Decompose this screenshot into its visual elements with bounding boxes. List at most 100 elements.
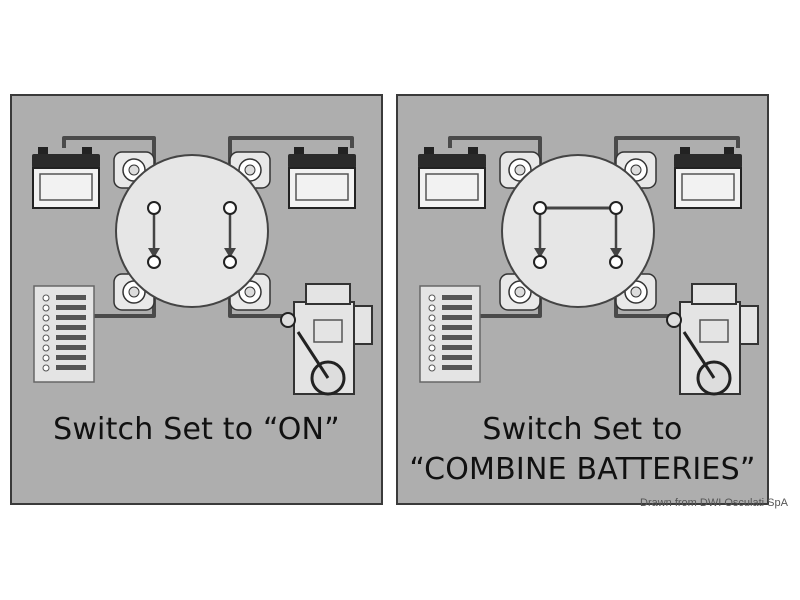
switch-terminal <box>147 255 161 269</box>
switch-panel-breaker <box>428 304 436 312</box>
battery-terminal-neg <box>680 147 690 155</box>
switch-terminal <box>533 255 547 269</box>
engine-belt <box>682 331 716 379</box>
switch-panel-icon <box>419 285 481 383</box>
engine-alternator <box>280 312 296 328</box>
caption-combine: Switch Set to “COMBINE BATTERIES” <box>398 410 767 490</box>
battery-terminal-pos <box>82 147 92 155</box>
switch-panel-toggle <box>442 305 472 310</box>
switch-panel-breaker <box>428 344 436 352</box>
wire-to-switch-panel <box>474 314 540 326</box>
engine-detail <box>313 319 343 343</box>
switch-panel-breaker <box>42 334 50 342</box>
engine-icon <box>666 283 759 396</box>
switch-panel-toggle <box>56 355 86 360</box>
switch-panel-toggle <box>442 315 472 320</box>
battery-label <box>425 173 479 201</box>
switch-panel-breaker <box>428 294 436 302</box>
switch-panel-breaker <box>42 364 50 372</box>
engine-head <box>305 283 351 305</box>
switch-panel-toggle <box>56 325 86 330</box>
battery-switch-icon <box>113 151 271 311</box>
battery-label <box>295 173 349 201</box>
engine-icon <box>280 283 373 396</box>
battery-terminal-neg <box>294 147 304 155</box>
battery-top <box>674 154 742 168</box>
switch-panel-toggle <box>442 335 472 340</box>
battery-label <box>681 173 735 201</box>
caption-line-1: Switch Set to <box>482 412 683 447</box>
switch-panel-breaker <box>42 304 50 312</box>
switch-terminal <box>609 201 623 215</box>
switch-panel-breaker <box>428 364 436 372</box>
switch-mount-screw <box>128 286 140 298</box>
engine-head <box>691 283 737 305</box>
switch-panel-breaker <box>428 334 436 342</box>
switch-panel-breaker <box>428 354 436 362</box>
battery-icon <box>674 147 742 209</box>
battery-top <box>418 154 486 168</box>
wiring-diagram-on <box>32 136 373 396</box>
battery-icon <box>32 147 100 209</box>
switch-panel-toggle <box>442 355 472 360</box>
credit-text: Drawn from DWI Osculati SpA <box>640 497 788 509</box>
arrow-down-icon <box>148 248 160 258</box>
arrow-down-icon <box>610 248 622 258</box>
arrow-down-icon <box>534 248 546 258</box>
switch-panel-breaker <box>42 314 50 322</box>
switch-panel-toggle <box>56 315 86 320</box>
switch-panel-breaker <box>428 324 436 332</box>
switch-terminal <box>609 255 623 269</box>
engine-side <box>353 305 373 345</box>
switch-panel-breaker <box>42 294 50 302</box>
engine-belt <box>296 331 330 379</box>
battery-terminal-pos <box>338 147 348 155</box>
switch-terminal <box>223 255 237 269</box>
switch-panel-toggle <box>442 295 472 300</box>
battery-top <box>32 154 100 168</box>
caption-line-2: “COMBINE BATTERIES” <box>409 452 756 487</box>
battery-icon <box>418 147 486 209</box>
battery-top <box>288 154 356 168</box>
engine-alternator <box>666 312 682 328</box>
switch-mount-screw <box>128 164 140 176</box>
caption-on: Switch Set to “ON” <box>12 410 381 450</box>
switch-dial <box>115 154 269 308</box>
switch-panel-toggle <box>56 335 86 340</box>
switch-mount-screw <box>244 164 256 176</box>
engine-side <box>739 305 759 345</box>
switch-terminal <box>533 201 547 215</box>
battery-label <box>39 173 93 201</box>
switch-panel-toggle <box>442 345 472 350</box>
switch-mount-screw <box>244 286 256 298</box>
switch-terminal <box>223 201 237 215</box>
switch-mount-screw <box>630 164 642 176</box>
diagram-panel-combine: Switch Set to “COMBINE BATTERIES” <box>396 94 769 505</box>
switch-panel-breaker <box>42 324 50 332</box>
battery-terminal-pos <box>468 147 478 155</box>
switch-mount-screw <box>514 286 526 298</box>
wire-to-switch-panel <box>88 314 154 326</box>
diagram-panel-on: Switch Set to “ON” <box>10 94 383 505</box>
battery-icon <box>288 147 356 209</box>
arrow-down-icon <box>224 248 236 258</box>
switch-panel-toggle <box>442 365 472 370</box>
switch-terminal <box>147 201 161 215</box>
battery-terminal-neg <box>424 147 434 155</box>
caption-line-1: Switch Set to “ON” <box>53 412 340 447</box>
switch-dial <box>501 154 655 308</box>
switch-panel-breaker <box>42 354 50 362</box>
switch-mount-screw <box>630 286 642 298</box>
switch-panel-breaker <box>42 344 50 352</box>
switch-panel-icon <box>33 285 95 383</box>
battery-terminal-pos <box>724 147 734 155</box>
switch-panel-toggle <box>56 365 86 370</box>
battery-switch-icon <box>499 151 657 311</box>
switch-mount-screw <box>514 164 526 176</box>
switch-panel-breaker <box>428 314 436 322</box>
switch-panel-toggle <box>56 305 86 310</box>
wiring-diagram-combine <box>418 136 759 396</box>
engine-detail <box>699 319 729 343</box>
battery-terminal-neg <box>38 147 48 155</box>
switch-panel-toggle <box>442 325 472 330</box>
